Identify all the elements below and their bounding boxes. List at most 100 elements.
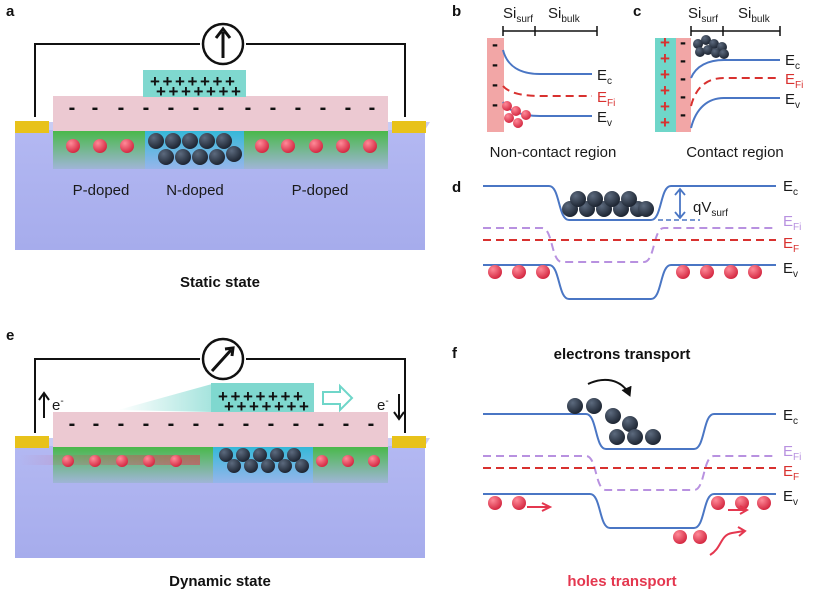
positive-charge: + bbox=[660, 49, 670, 68]
positive-charge: + bbox=[293, 387, 303, 406]
electron bbox=[209, 149, 225, 165]
si-surf-label-b: Sisurf bbox=[503, 5, 533, 25]
caption-non-contact: Non-contact region bbox=[490, 144, 617, 161]
positive-charge: + bbox=[231, 82, 241, 101]
curved-arrow-head bbox=[621, 385, 632, 397]
positive-charge: + bbox=[156, 82, 166, 101]
holes-e bbox=[62, 455, 380, 467]
electron bbox=[693, 39, 703, 49]
hole bbox=[281, 139, 295, 153]
band-ec-f bbox=[483, 413, 776, 450]
electron bbox=[605, 408, 621, 424]
positive-charge: + bbox=[163, 72, 173, 91]
hole bbox=[316, 455, 328, 467]
panel-b-letter: b bbox=[452, 3, 461, 20]
contact-right-e bbox=[392, 436, 426, 448]
negative-charge: - bbox=[369, 97, 376, 119]
electron bbox=[165, 133, 181, 149]
band-ec-d bbox=[483, 185, 776, 221]
negative-charge: - bbox=[118, 97, 125, 119]
hole bbox=[143, 455, 155, 467]
negative-charge: - bbox=[343, 413, 350, 435]
contact-left-e bbox=[15, 436, 49, 448]
band-efi-c bbox=[690, 77, 780, 107]
positive-charge: + bbox=[225, 72, 235, 91]
electron bbox=[695, 47, 705, 57]
label-qvsurf: qVsurf bbox=[693, 199, 728, 219]
panel-f: f electrons transport Ec EFi EF Ev holes… bbox=[452, 345, 801, 590]
electron bbox=[719, 49, 729, 59]
contact-left bbox=[15, 121, 49, 133]
oxide-layer-e bbox=[53, 412, 388, 447]
electrons-e bbox=[219, 448, 309, 473]
electron bbox=[278, 459, 292, 473]
label-ef-d: EF bbox=[783, 235, 799, 255]
region-bracket-c bbox=[690, 26, 781, 36]
hole bbox=[521, 110, 531, 120]
electron bbox=[587, 191, 603, 207]
hole bbox=[93, 139, 107, 153]
electron bbox=[622, 416, 638, 432]
hole bbox=[511, 106, 521, 116]
negative-charge: - bbox=[368, 413, 375, 435]
negative-charge: - bbox=[168, 413, 175, 435]
negative-charge: - bbox=[295, 97, 302, 119]
label-ev-f: Ev bbox=[783, 488, 798, 508]
hole bbox=[504, 113, 514, 123]
holes-d bbox=[488, 265, 762, 279]
negative-charge: - bbox=[680, 50, 686, 70]
ammeter-icon bbox=[201, 337, 245, 381]
negative-charge: - bbox=[93, 413, 100, 435]
hole bbox=[673, 530, 687, 544]
electron bbox=[711, 48, 721, 58]
electron bbox=[703, 45, 713, 55]
gate-motion-trail bbox=[118, 384, 212, 412]
label-ec-b: Ec bbox=[597, 67, 612, 87]
electron bbox=[627, 429, 643, 445]
si-bulk-label-c: Sibulk bbox=[738, 5, 771, 25]
electron bbox=[182, 133, 198, 149]
holes-f bbox=[488, 496, 771, 544]
electron bbox=[261, 459, 275, 473]
negative-charge: - bbox=[92, 97, 99, 119]
negative-charge: - bbox=[680, 32, 686, 52]
label-ec-c: Ec bbox=[785, 52, 800, 72]
si-bulk-label-b: Sibulk bbox=[548, 5, 581, 25]
electron bbox=[295, 459, 309, 473]
electron bbox=[192, 149, 208, 165]
electron-label-right: e- bbox=[377, 396, 389, 414]
negative-charge: - bbox=[492, 34, 498, 54]
panel-b: b Sisurf Sibulk ---- Ec EFi Ev Non-conta… bbox=[452, 3, 616, 161]
negative-charge: - bbox=[218, 413, 225, 435]
negative-charge: - bbox=[268, 413, 275, 435]
negative-charge: - bbox=[118, 413, 125, 435]
surface-charge-layer-b bbox=[487, 38, 504, 132]
positive-charge: + bbox=[660, 97, 670, 116]
caption-dynamic-state: Dynamic state bbox=[169, 573, 271, 590]
electrons-f bbox=[567, 398, 661, 445]
hole bbox=[120, 139, 134, 153]
band-ec-c bbox=[690, 59, 780, 79]
negative-charge: - bbox=[193, 413, 200, 435]
hole bbox=[255, 139, 269, 153]
electron bbox=[175, 149, 191, 165]
positive-charge: + bbox=[188, 72, 198, 91]
label-n-doped: N-doped bbox=[166, 182, 224, 199]
label-ec-d: Ec bbox=[783, 178, 798, 198]
caption-contact: Contact region bbox=[686, 144, 784, 161]
positive-charge: + bbox=[194, 82, 204, 101]
electron bbox=[621, 191, 637, 207]
negative-charge: - bbox=[270, 97, 277, 119]
positive-charge: + bbox=[213, 72, 223, 91]
panel-a-letter: a bbox=[6, 3, 15, 20]
negative-charge: - bbox=[143, 97, 150, 119]
hole bbox=[170, 455, 182, 467]
positive-charge: + bbox=[660, 33, 670, 52]
electron bbox=[645, 429, 661, 445]
positive-charge: + bbox=[150, 72, 160, 91]
hole bbox=[700, 265, 714, 279]
hole bbox=[89, 455, 101, 467]
hole-trail-left bbox=[20, 455, 200, 465]
positive-charge: + bbox=[660, 65, 670, 84]
